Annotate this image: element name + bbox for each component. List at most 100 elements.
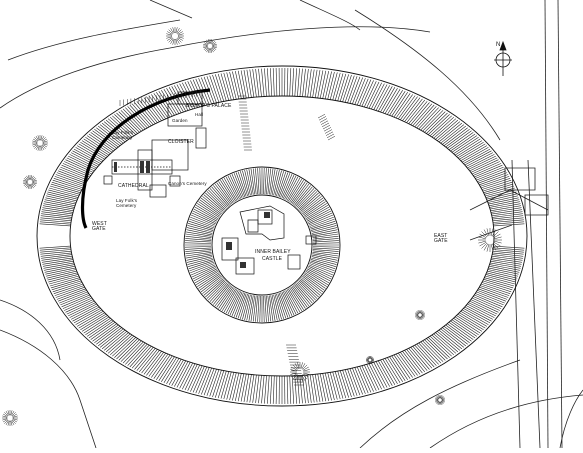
label-castle: CASTLE [262, 257, 282, 262]
outer-hachure [89, 321, 114, 338]
outer-hachure [320, 71, 326, 99]
outer-hachure [437, 122, 460, 141]
outer-hachure [434, 334, 456, 354]
outer-hachure [454, 318, 479, 334]
outer-hachure [276, 376, 277, 404]
outer-hachure [303, 69, 306, 97]
outer-hachure [300, 69, 303, 97]
outer-hachure [350, 369, 360, 396]
outer-hachure [328, 72, 335, 99]
motte-hachure [260, 168, 261, 194]
motte-hachure [278, 172, 286, 197]
outer-hachure [446, 325, 470, 343]
outer-hachure [446, 129, 470, 147]
motte-hachure [185, 247, 211, 248]
label-north: N [496, 43, 500, 48]
outer-hachure [318, 70, 323, 98]
outer-hachure [290, 376, 291, 404]
mound-hachure [212, 48, 215, 51]
outer-hachure [378, 361, 392, 386]
outer-hachure [426, 339, 447, 360]
outer-hachure [487, 271, 517, 278]
outer-hachure [102, 330, 125, 349]
outer-hachure [164, 358, 179, 382]
outer-hachure [441, 125, 464, 144]
motte-hachure [189, 261, 214, 269]
mound-hachure [12, 420, 16, 424]
outer-hachure [381, 87, 395, 112]
outer-hachure [457, 141, 483, 157]
motte-hachure [185, 243, 211, 244]
outer-hachure [315, 70, 320, 98]
outer-hachure [449, 322, 473, 339]
motte-hachure [264, 296, 265, 322]
outer-hachure [295, 68, 297, 96]
outer-hachure [352, 368, 362, 394]
outer-hachure [292, 68, 294, 96]
mound-hachure [482, 243, 488, 249]
outer-hachure [479, 175, 508, 185]
outer-rampart-hachures [40, 68, 525, 404]
motte-hachure [265, 296, 267, 322]
outer-hachure [383, 359, 398, 384]
motte-hachure [185, 241, 211, 243]
motte-hachure [238, 172, 246, 197]
outer-hachure [47, 271, 77, 278]
outer-hachure [201, 368, 211, 394]
outer-hachure [451, 134, 476, 151]
outer-hachure [492, 255, 523, 259]
outer-hachure [486, 190, 516, 198]
outer-hachure [492, 212, 523, 216]
outer-hachure [315, 374, 320, 402]
outer-hachure [241, 374, 246, 402]
outer-hachure [264, 68, 266, 96]
mound-hachure [32, 177, 35, 180]
outer-hachure [479, 287, 508, 297]
outer-hachure [48, 190, 78, 198]
outer-hachure [457, 316, 483, 332]
outer-hachure [235, 373, 241, 401]
motte-hachure [313, 243, 339, 244]
outer-hachure [41, 255, 72, 259]
outer-hachure [207, 369, 217, 396]
outer-hachure [244, 70, 249, 98]
outer-hachure [442, 328, 465, 346]
outer-hachure [232, 72, 238, 99]
outer-hachure [428, 337, 449, 357]
outer-hachure [376, 362, 390, 387]
outer-hachure [444, 128, 468, 146]
outer-hachure [441, 329, 464, 348]
mound-hachure [34, 145, 38, 149]
motte-hachures [185, 168, 339, 322]
outer-hachure [114, 337, 135, 357]
outer-hachure [323, 373, 329, 401]
outer-hachure [172, 361, 186, 386]
outer-hachure [244, 374, 249, 402]
outer-hachure [290, 68, 291, 96]
outer-hachure [196, 367, 207, 393]
outer-hachure [426, 113, 447, 134]
outer-hachure [267, 376, 269, 404]
outer-hachure [357, 79, 368, 105]
mound-hachure [169, 38, 173, 42]
outer-hachure [444, 326, 468, 344]
label-east-gate: EAST GATE [434, 234, 450, 244]
outer-hachure [348, 369, 358, 396]
motte-hachure [311, 221, 336, 229]
motte-hachure [258, 168, 260, 194]
outer-hachure [56, 175, 85, 185]
mound-hachure [177, 38, 181, 42]
outer-hachure [174, 362, 188, 387]
outer-hachure [434, 119, 456, 139]
mound-hachure [303, 365, 308, 370]
outer-rampart-edges [37, 66, 527, 406]
outer-hachure [112, 336, 134, 356]
outer-hachure [487, 192, 517, 199]
outer-hachure [262, 376, 265, 404]
outer-hachure [492, 214, 523, 218]
outer-hachure [480, 286, 509, 296]
outer-hachure [259, 69, 262, 97]
outer-hachure [425, 340, 446, 361]
outer-hachure [428, 114, 449, 134]
mound-hachure [293, 365, 298, 370]
